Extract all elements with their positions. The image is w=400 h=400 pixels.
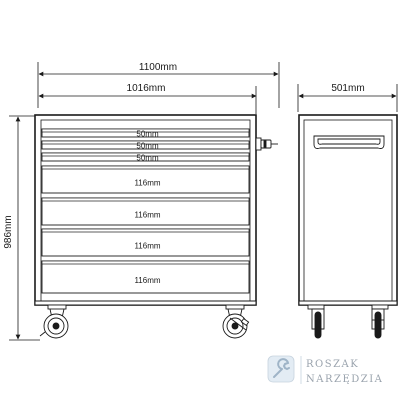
cabinet-side-view <box>298 114 398 339</box>
drawer-height-label: 116mm <box>134 179 160 188</box>
body-width-label: 1016mm <box>127 83 166 94</box>
overall-width-label: 1100mm <box>139 62 177 73</box>
drawer: 116mm <box>41 228 250 257</box>
drawer-handle-band <box>41 197 250 202</box>
drawer-handle-band <box>41 165 250 170</box>
drawer-front <box>41 228 250 257</box>
side-depth-dimension <box>297 84 398 112</box>
overall-width-dimension <box>37 62 280 108</box>
wrench-icon-glyph <box>273 358 290 378</box>
drawer: 50mm <box>41 128 250 139</box>
drawer-handle-band <box>41 128 250 133</box>
caster-wheel-right <box>222 304 250 339</box>
cabinet-plinth <box>34 300 257 306</box>
drawer-front <box>41 260 250 294</box>
drawer-handle-band <box>41 260 250 265</box>
side-view-handle <box>313 135 385 149</box>
brand-name-line2: NARZĘDZIA <box>306 374 383 385</box>
drawer-height-label: 116mm <box>134 211 160 220</box>
drawer-height-label: 116mm <box>134 242 160 251</box>
drawer: 116mm <box>41 197 250 226</box>
drawer-height-label: 50mm <box>136 154 159 163</box>
drawer-handle-band <box>41 228 250 233</box>
drawer: 116mm <box>41 260 250 294</box>
side-caster-right <box>371 304 389 339</box>
brand-name-line1: ROSZAK <box>306 359 359 370</box>
brand-watermark: ROSZAK NARZĘDZIA <box>267 355 383 385</box>
body-width-dimension <box>38 86 257 114</box>
side-depth-label: 501mm <box>331 83 364 94</box>
drawer-front <box>41 165 250 194</box>
drawer-handle-band <box>41 140 250 145</box>
side-handle <box>255 137 278 151</box>
height-label: 986mm <box>3 215 14 248</box>
drawers: 50mm 50mm 50mm 116mm 116mm 116mm 116mm <box>41 128 250 294</box>
caster-wheel-left <box>39 304 69 339</box>
cabinet-front-view: 50mm 50mm 50mm 116mm 116mm 116mm 116mm <box>34 114 278 339</box>
drawer: 50mm <box>41 152 250 163</box>
drawer-height-label: 116mm <box>134 276 160 285</box>
drawer: 116mm <box>41 165 250 194</box>
side-caster-left <box>307 304 325 339</box>
drawer-height-label: 50mm <box>136 130 159 139</box>
drawer-height-label: 50mm <box>136 142 159 151</box>
drawer: 50mm <box>41 140 250 151</box>
drawer-handle-band <box>41 152 250 157</box>
side-plinth <box>298 300 398 306</box>
